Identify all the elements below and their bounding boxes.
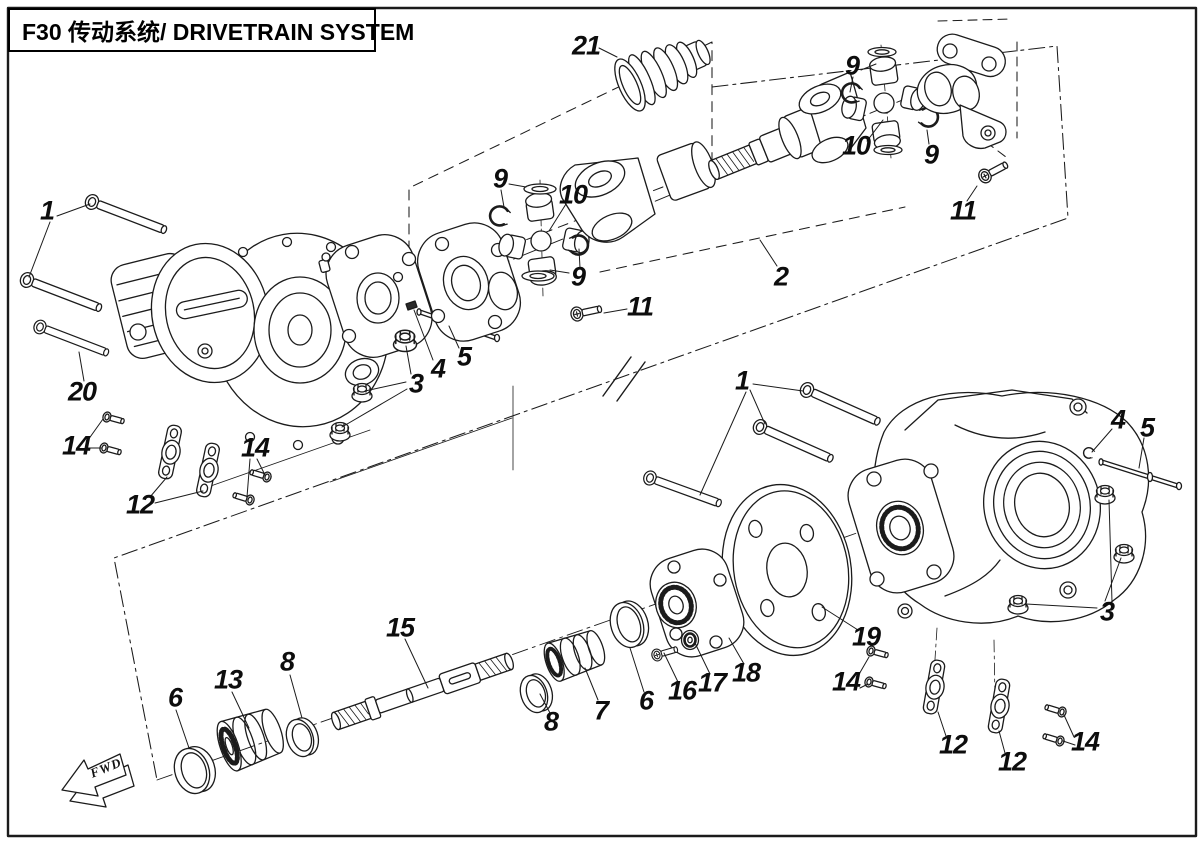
callout-6: 6 bbox=[167, 682, 183, 713]
callout-7: 7 bbox=[593, 695, 609, 726]
callout-18: 18 bbox=[731, 657, 761, 688]
callout-6: 6 bbox=[638, 685, 654, 716]
callout-10: 10 bbox=[558, 179, 588, 210]
output-shaft bbox=[330, 652, 514, 731]
brake-disc bbox=[721, 483, 853, 657]
callout-11: 11 bbox=[626, 291, 654, 322]
callout-14: 14 bbox=[831, 666, 861, 697]
callout-17: 17 bbox=[697, 667, 727, 698]
fwd-arrow bbox=[61, 753, 135, 808]
callout-3: 3 bbox=[1099, 596, 1115, 627]
callout-21: 21 bbox=[571, 30, 601, 61]
callout-14: 14 bbox=[240, 432, 270, 463]
pin-5-rear bbox=[1098, 458, 1183, 491]
callout-8: 8 bbox=[279, 646, 295, 677]
title-box: F30 传动系统/ DRIVETRAIN SYSTEM bbox=[8, 8, 414, 52]
callout-9: 9 bbox=[844, 50, 860, 81]
ujoint-rear bbox=[838, 44, 941, 159]
callout-2: 2 bbox=[773, 261, 789, 292]
callout-13: 13 bbox=[213, 664, 243, 695]
callout-14: 14 bbox=[61, 430, 91, 461]
page-title: F30 传动系统/ DRIVETRAIN SYSTEM bbox=[22, 19, 415, 45]
propshaft-front-flange bbox=[417, 222, 521, 342]
callout-15: 15 bbox=[385, 612, 415, 643]
coupler-13 bbox=[216, 708, 284, 772]
callout-8: 8 bbox=[543, 706, 559, 737]
front-gearcase bbox=[110, 232, 433, 451]
ring-8-rear bbox=[519, 673, 554, 714]
callout-5: 5 bbox=[1139, 412, 1155, 443]
callout-12: 12 bbox=[125, 489, 155, 520]
rear-fasteners bbox=[1007, 445, 1183, 615]
callout-4: 4 bbox=[430, 353, 446, 384]
callout-19: 19 bbox=[851, 621, 881, 652]
propshaft-rear-yoke bbox=[778, 71, 867, 164]
ring-6-rear bbox=[609, 600, 650, 649]
callout-3: 3 bbox=[408, 368, 424, 399]
callout-9: 9 bbox=[492, 163, 508, 194]
callout-9: 9 bbox=[923, 139, 939, 170]
propshaft-rear-flange bbox=[916, 33, 1012, 186]
callout-1: 1 bbox=[39, 195, 55, 226]
callout-10: 10 bbox=[841, 130, 871, 161]
callout-4: 4 bbox=[1110, 404, 1126, 435]
callout-20: 20 bbox=[67, 376, 97, 407]
break-mark bbox=[602, 356, 646, 402]
boot bbox=[614, 39, 711, 112]
callout-1: 1 bbox=[734, 365, 750, 396]
callout-9: 9 bbox=[570, 261, 586, 292]
ring-6-front bbox=[173, 745, 217, 795]
callout-16: 16 bbox=[667, 675, 697, 706]
callout-14: 14 bbox=[1070, 726, 1100, 757]
leader-lines bbox=[28, 47, 1145, 754]
coupler-7 bbox=[543, 630, 606, 682]
page-border bbox=[6, 6, 1198, 838]
ujoint-front bbox=[486, 179, 591, 297]
output-flange bbox=[649, 548, 745, 663]
callout-11: 11 bbox=[949, 195, 977, 226]
callout-5: 5 bbox=[456, 341, 472, 372]
callout-12: 12 bbox=[997, 746, 1027, 777]
rear-gearcase bbox=[847, 389, 1150, 624]
callout-12: 12 bbox=[938, 729, 968, 760]
ring-8-front bbox=[285, 717, 320, 758]
